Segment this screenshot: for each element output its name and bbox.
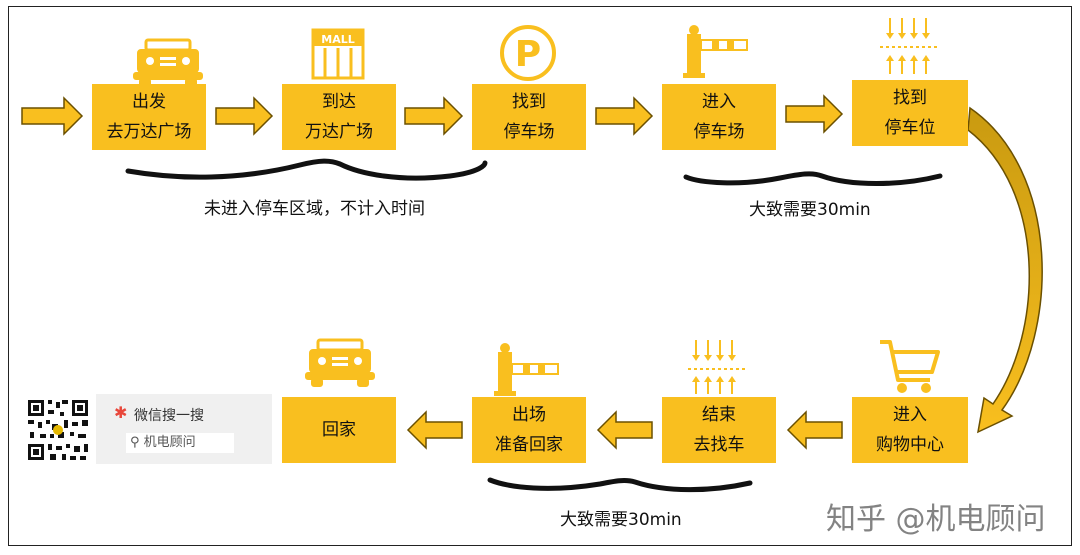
curved-connector-arrow	[967, 106, 1043, 434]
flow-arrow-8	[406, 410, 463, 450]
mall-icon: MALL	[311, 28, 365, 80]
flow-arrow-5	[785, 94, 844, 134]
step-line1: 出场	[512, 405, 546, 425]
step-line2: 购物中心	[876, 435, 944, 455]
parking-sign-text: P	[515, 34, 541, 75]
wechat-search-label: 微信搜一搜	[134, 408, 204, 424]
step-enter-mall: 进入 购物中心	[852, 397, 968, 463]
flow-arrow-2	[215, 96, 274, 136]
parking-space-arrows-icon	[688, 340, 746, 394]
step-line2: 停车场	[503, 122, 555, 142]
car-icon	[305, 338, 375, 387]
step-line1: 找到	[512, 92, 546, 112]
step-exit: 出场 准备回家	[472, 397, 586, 463]
step-line1: 出发	[132, 92, 166, 112]
step-depart: 出发 去万达广场	[92, 84, 206, 150]
step-line1: 进入	[702, 92, 736, 112]
wechat-search-value: 机电顾问	[143, 435, 196, 450]
brace-not-counted	[125, 158, 488, 181]
step-enter-parking-lot: 进入 停车场	[662, 84, 776, 150]
flow-arrow-1	[21, 96, 84, 136]
step-find-car: 结束 去找车	[662, 397, 776, 463]
step-line1: 找到	[893, 88, 927, 108]
barrier-gate-icon	[494, 343, 559, 396]
shopping-cart-icon	[880, 340, 940, 393]
step-line1: 到达	[322, 92, 356, 112]
qr-code-icon	[26, 398, 90, 462]
barrier-gate-icon	[683, 25, 748, 78]
car-icon	[133, 38, 203, 87]
note-not-counted: 未进入停车区域，不计入时间	[204, 199, 425, 219]
step-line1: 进入	[893, 405, 927, 425]
step-find-parking-lot: 找到 停车场	[472, 84, 586, 150]
note-approx-bottom: 大致需要30min	[560, 510, 682, 530]
brace-approx-top	[683, 171, 943, 186]
watermark: 知乎 @机电顾问	[826, 502, 1046, 537]
step-line2: 准备回家	[495, 435, 563, 455]
wechat-search-card: ✱ 微信搜一搜 ⚲ 机电顾问	[96, 394, 272, 464]
step-line2: 去找车	[693, 435, 745, 455]
step-find-space: 找到 停车位	[852, 80, 968, 146]
mall-sign-text: MALL	[321, 33, 354, 46]
step-line1: 结束	[702, 405, 736, 425]
flow-arrow-6	[786, 410, 843, 450]
brace-approx-bottom	[487, 477, 753, 493]
step-go-home: 回家	[282, 397, 396, 463]
step-line2: 停车场	[693, 122, 745, 142]
wechat-search-field[interactable]: ⚲ 机电顾问	[126, 433, 234, 453]
step-line2: 万达广场	[305, 122, 373, 142]
parking-p-icon: P	[500, 25, 556, 81]
search-icon: ⚲	[130, 435, 140, 450]
flow-arrow-7	[596, 410, 653, 450]
wechat-search-logo-icon: ✱	[114, 403, 128, 422]
step-line2: 停车位	[884, 118, 936, 138]
diagram-frame	[8, 6, 1072, 546]
step-line1: 回家	[322, 420, 356, 440]
step-line2: 去万达广场	[106, 122, 192, 142]
step-arrive-plaza: 到达 万达广场	[282, 84, 396, 150]
flow-arrow-4	[595, 96, 654, 136]
parking-space-arrows-icon	[880, 18, 940, 74]
flow-arrow-3	[404, 96, 464, 136]
note-approx-top: 大致需要30min	[749, 200, 871, 220]
